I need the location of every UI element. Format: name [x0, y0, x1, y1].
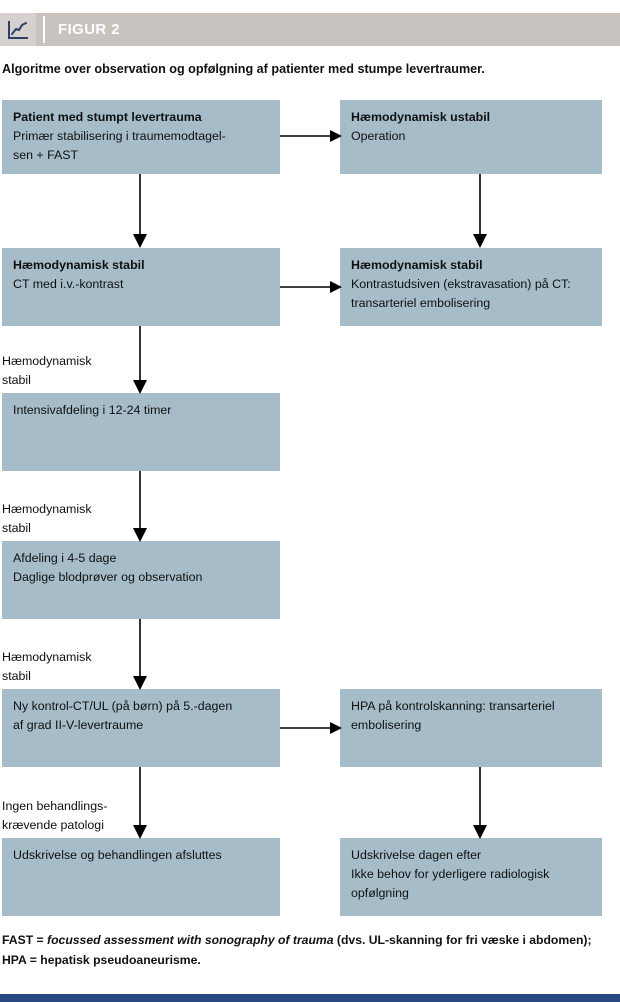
node-discharge-right: Udskrivelse dagen efter Ikke behov for y… [340, 838, 602, 916]
node-control-ct-line2: af grad II-V-levertraume [13, 717, 144, 732]
node-discharge-right-line1: Udskrivelse dagen efter [351, 848, 482, 862]
figure-header-bar: FIGUR 2 [0, 13, 620, 46]
node-icu-line1: Intensivafdeling i 12-24 timer [13, 403, 172, 417]
node-stable-ct-title: Hæmodynamisk stabil [13, 258, 145, 272]
node-stable-ct-line1: CT med i.v.-kontrast [13, 276, 124, 291]
edge-label-stable-3: Hæmodynamisk stabil [2, 650, 92, 683]
node-hpa-line2: embolisering [351, 717, 422, 732]
line-chart-icon [0, 13, 36, 46]
connector-icu-to-ward [133, 471, 147, 542]
edge-label-stable-1: Hæmodynamisk stabil [2, 354, 92, 387]
node-patient-line2: sen + FAST [13, 147, 79, 162]
node-extravasation-title: Hæmodynamisk stabil [351, 258, 483, 272]
node-stable-extravasation: Hæmodynamisk stabil Kontrastudsiven (eks… [340, 248, 602, 326]
connector-hpa-to-discharge-right [473, 767, 487, 839]
node-patient-title: Patient med stumpt levertrauma [13, 110, 202, 124]
connector-control-ct-to-hpa [280, 722, 342, 734]
figure-caption: Algoritme over observation og opfølgning… [2, 62, 485, 76]
node-unstable-line1: Operation [351, 128, 406, 143]
node-discharge-right-line2: Ikke behov for yderligere radiologisk [351, 866, 550, 881]
figure-title: FIGUR 2 [58, 21, 120, 38]
node-extravasation-line2: transarteriel embolisering [351, 295, 491, 310]
bottom-accent-bar [0, 994, 620, 1002]
footnote-italic: focussed assessment with sonography of t… [47, 933, 334, 947]
node-icu: Intensivafdeling i 12-24 timer [2, 393, 280, 471]
connector-ward-to-control-ct [133, 619, 147, 690]
node-discharge-left-line1: Udskrivelse og behandlingen afsluttes [13, 848, 222, 862]
footnote-part2: (dvs. UL-skanning for fri væske i abdome… [2, 933, 592, 967]
node-control-ct-line1: Ny kontrol-CT/UL (på børn) på 5.-dagen [13, 699, 233, 713]
connector-stable-ct-to-extravasation [280, 281, 342, 293]
connector-control-ct-to-discharge-left [133, 767, 147, 839]
connector-patient-to-stable-ct [133, 174, 147, 248]
node-unstable-title: Hæmodynamisk ustabil [351, 110, 491, 124]
node-patient: Patient med stumpt levertrauma Primær st… [2, 100, 280, 174]
edge-label-stable-2: Hæmodynamisk stabil [2, 502, 92, 535]
node-patient-line1: Primær stabilisering i traumemodtagel- [13, 128, 226, 143]
connector-stable-ct-to-icu [133, 326, 147, 394]
node-hemodynamically-unstable: Hæmodynamisk ustabil Operation [340, 100, 602, 174]
node-extravasation-line1: Kontrastudsiven (ekstravasation) på CT: [351, 276, 571, 291]
node-discharge-left: Udskrivelse og behandlingen afsluttes [2, 838, 280, 916]
node-ward-line1: Afdeling i 4-5 dage [13, 551, 117, 565]
node-stable-ct: Hæmodynamisk stabil CT med i.v.-kontrast [2, 248, 280, 326]
header-divider [43, 16, 45, 43]
node-ward-line2: Daglige blodprøver og observation [13, 569, 203, 584]
node-control-ct: Ny kontrol-CT/UL (på børn) på 5.-dagen a… [2, 689, 280, 767]
node-hpa-line1: HPA på kontrolskanning: transarteriel [351, 699, 555, 713]
connector-patient-to-unstable [280, 130, 342, 142]
node-discharge-right-line3: opfølgning [351, 885, 409, 900]
footnote-part1: FAST = [2, 933, 48, 947]
connector-unstable-to-extravasation [473, 174, 487, 248]
node-hpa: HPA på kontrolskanning: transarteriel em… [340, 689, 602, 767]
node-ward: Afdeling i 4-5 dage Daglige blodprøver o… [2, 541, 280, 619]
figure-footnote: FAST = focussed assessment with sonograp… [2, 931, 606, 971]
edge-label-no-pathology: Ingen behandlings- krævende patologi [2, 799, 108, 832]
